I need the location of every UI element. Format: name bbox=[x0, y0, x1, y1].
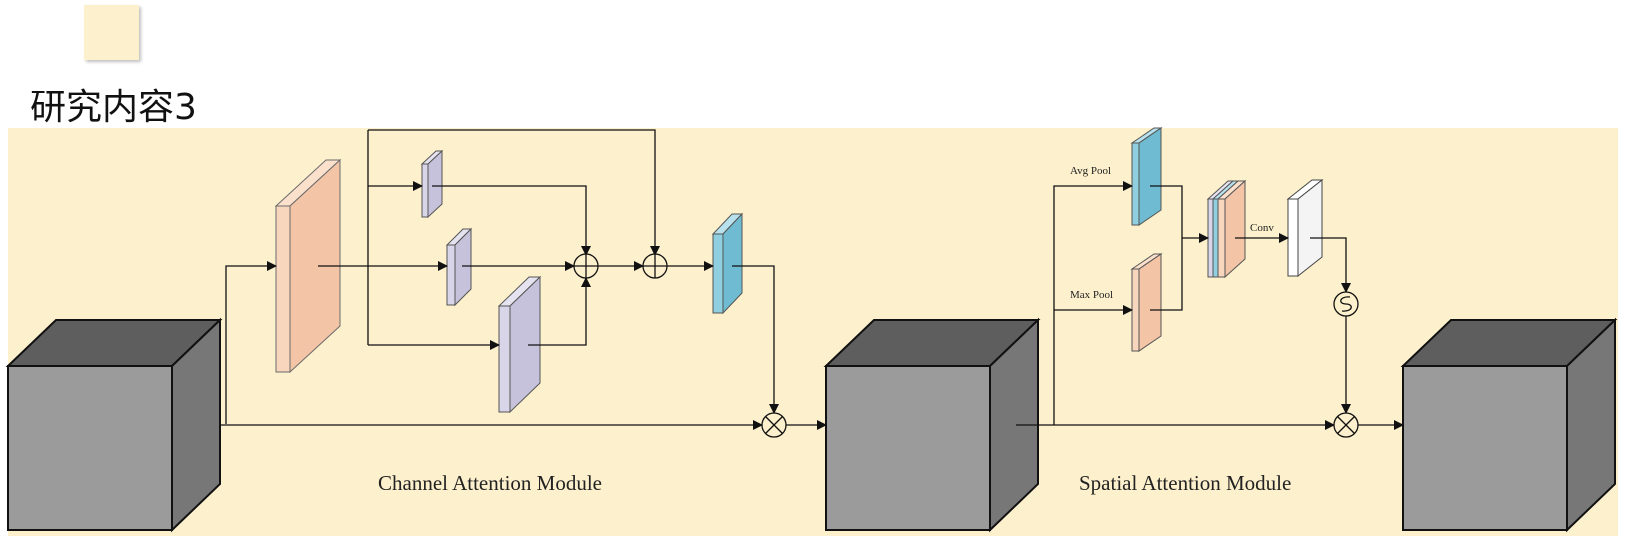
conv-label: Conv bbox=[1250, 222, 1274, 234]
refined-feature-cube bbox=[823, 317, 1041, 533]
branch-block-medium bbox=[445, 227, 473, 307]
output-feature-cube bbox=[1400, 317, 1618, 533]
multiply-operator-2 bbox=[1333, 412, 1359, 438]
concat-block bbox=[1206, 179, 1247, 279]
branch-block-small bbox=[420, 149, 444, 219]
branch-block-large bbox=[497, 275, 542, 414]
avg-pool-block bbox=[1130, 127, 1163, 226]
max-pool-label: Max Pool bbox=[1070, 289, 1113, 301]
avg-pool-label: Avg Pool bbox=[1070, 165, 1111, 177]
add-operator-1 bbox=[573, 253, 599, 279]
channel-connectors bbox=[220, 129, 827, 430]
sigmoid-operator bbox=[1333, 291, 1359, 317]
max-pool-block bbox=[1130, 253, 1163, 352]
channel-pool-block bbox=[274, 158, 342, 374]
spatial-conv-block bbox=[1286, 178, 1324, 278]
color-swatch bbox=[84, 5, 139, 60]
channel-module-label: Channel Attention Module bbox=[378, 471, 602, 495]
input-feature-cube bbox=[5, 317, 223, 533]
spatial-connectors bbox=[1016, 181, 1404, 430]
channel-attention-map bbox=[711, 212, 744, 315]
spatial-module-label: Spatial Attention Module bbox=[1079, 471, 1291, 495]
slide-title: 研究内容3 bbox=[30, 87, 197, 128]
add-operator-2 bbox=[642, 253, 668, 279]
multiply-operator-1 bbox=[761, 412, 787, 438]
